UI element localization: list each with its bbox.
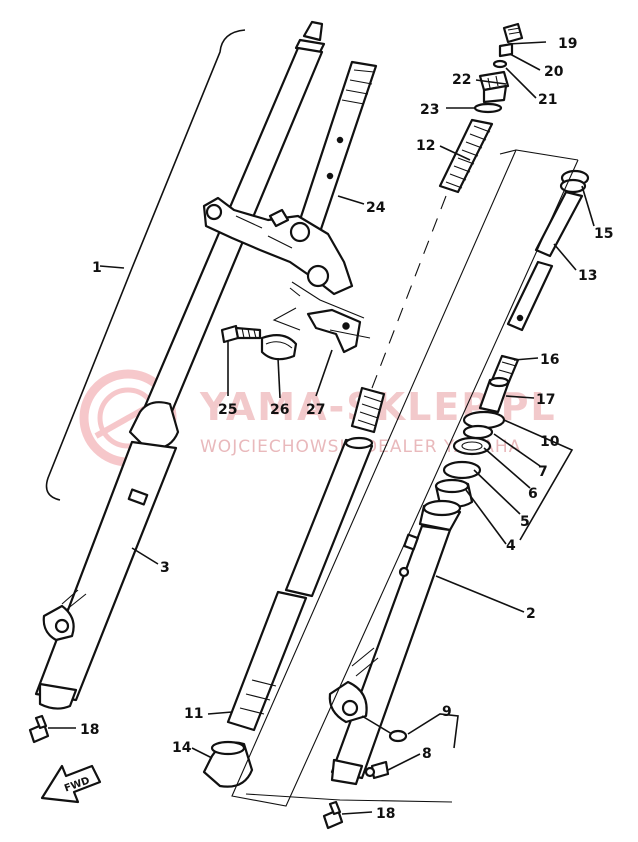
- fork-spring: [350, 118, 494, 434]
- oil-lock-piece: [478, 376, 510, 414]
- callout-7: 7: [538, 464, 548, 480]
- bolt-18-right: [322, 800, 344, 830]
- callout-18-right: 18: [376, 806, 395, 822]
- steering-stem: [294, 60, 378, 240]
- o-ring-23: [473, 102, 503, 114]
- under-bracket: [202, 196, 354, 296]
- drain-screw-8: [364, 760, 390, 780]
- callout-27: 27: [306, 402, 325, 418]
- callout-1: 1: [92, 260, 102, 276]
- callout-9: 9: [442, 704, 452, 720]
- callout-13: 13: [578, 268, 597, 284]
- o-ring-21: [492, 59, 508, 69]
- callout-21: 21: [538, 92, 557, 108]
- fwd-arrow-icon: FWD: [40, 764, 102, 804]
- callout-10: 10: [540, 434, 560, 450]
- bolt-18-left: [28, 714, 50, 744]
- callout-16: 16: [540, 352, 559, 368]
- callout-14: 14: [172, 740, 192, 756]
- bolt-25: [220, 324, 262, 344]
- o-ring-20: [498, 42, 514, 58]
- leader-lines: [48, 41, 595, 815]
- callout-2: 2: [526, 606, 536, 622]
- callout-4: 4: [506, 538, 516, 554]
- callout-25: 25: [218, 402, 237, 418]
- grommet-26: [260, 333, 298, 361]
- callout-5: 5: [520, 514, 530, 530]
- callout-3: 3: [160, 560, 170, 576]
- assembly-bracket-1: [45, 29, 246, 501]
- callout-15: 15: [594, 226, 613, 242]
- callout-labels: 1 2 3 4 5 6 7 8 9 10 11 12 13 14 15 16 1…: [80, 36, 613, 822]
- callout-6: 6: [528, 486, 538, 502]
- oil-seal-spacer: [442, 460, 482, 480]
- oil-seal: [452, 436, 492, 456]
- callout-24: 24: [366, 200, 386, 216]
- washer: [462, 424, 494, 440]
- callout-11: 11: [184, 706, 203, 722]
- callout-12: 12: [416, 138, 435, 154]
- callout-17: 17: [536, 392, 555, 408]
- callout-8: 8: [422, 746, 432, 762]
- callout-20: 20: [544, 64, 564, 80]
- callout-22: 22: [452, 72, 471, 88]
- outer-fork-tube: [34, 20, 326, 710]
- callout-19: 19: [558, 36, 577, 52]
- cap-bolt-22: [478, 70, 510, 104]
- cap-bolt-19: [502, 22, 524, 44]
- outer-slider: [328, 499, 462, 786]
- damper-rod: [506, 169, 590, 332]
- callout-18-left: 18: [80, 722, 99, 738]
- callout-26: 26: [270, 402, 289, 418]
- gasket-9: [388, 729, 408, 743]
- callout-23: 23: [420, 102, 439, 118]
- inner-fork-tube: [202, 436, 374, 788]
